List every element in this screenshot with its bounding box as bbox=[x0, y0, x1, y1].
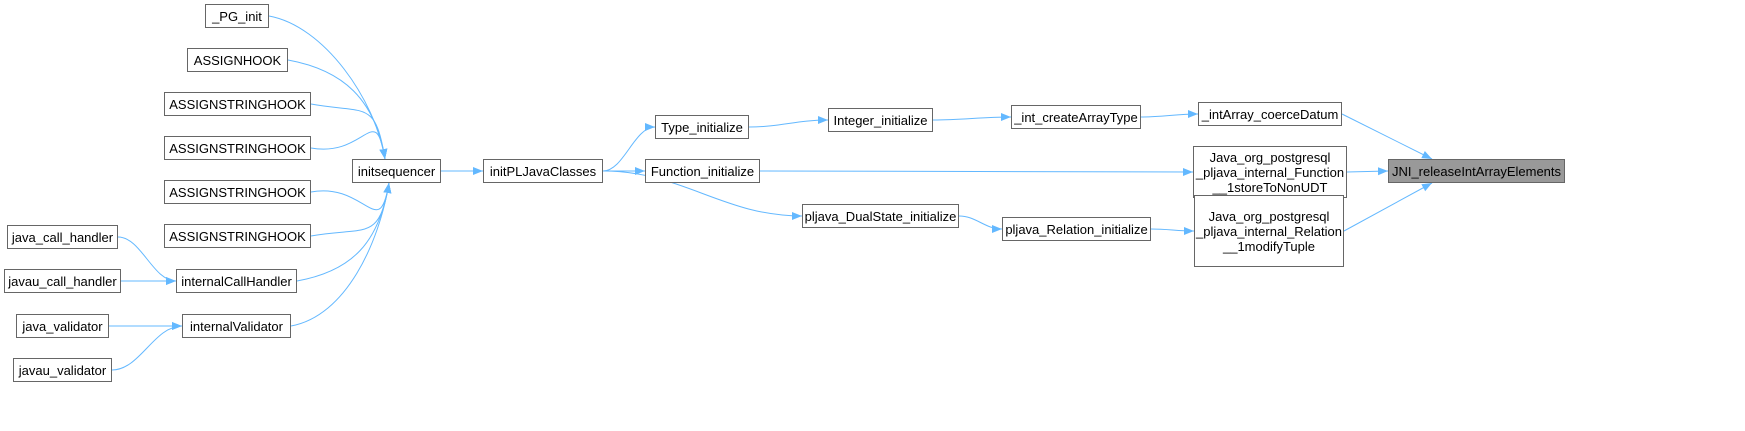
edge-javau-validator-to-internalvalidator bbox=[111, 322, 183, 371]
node-assignhook[interactable]: ASSIGNHOOK bbox=[187, 48, 288, 72]
node-storetononudt[interactable]: Java_org_postgresql _pljava_internal_Fun… bbox=[1193, 146, 1347, 198]
edge-type-initialize-to-integer-initialize bbox=[748, 116, 829, 128]
edge-function-initialize-to-storetononudt bbox=[759, 167, 1194, 176]
node-assignstringhook3[interactable]: ASSIGNSTRINGHOOK bbox=[164, 180, 311, 204]
node-type-initialize[interactable]: Type_initialize bbox=[655, 115, 749, 139]
node-initpljavaclasses[interactable]: initPLJavaClasses bbox=[483, 159, 603, 183]
node-modifytuple[interactable]: Java_org_postgresql _pljava_internal_Rel… bbox=[1194, 195, 1344, 267]
node-assignstringhook1[interactable]: ASSIGNSTRINGHOOK bbox=[164, 92, 311, 116]
node-pg-init[interactable]: _PG_init bbox=[205, 4, 269, 28]
edge-internalvalidator-to-initsequencer bbox=[290, 182, 392, 327]
edge-integer-initialize-to--int-createarraytype bbox=[932, 113, 1012, 122]
edge-layer bbox=[109, 15, 1433, 371]
edge-pljava-relation-initialize-to-modifytuple bbox=[1150, 226, 1195, 235]
node-assignstringhook4[interactable]: ASSIGNSTRINGHOOK bbox=[164, 224, 311, 248]
node-java-call-handler[interactable]: java_call_handler bbox=[7, 225, 118, 249]
edge-initpljavaclasses-to-type-initialize bbox=[602, 123, 656, 172]
edge-pljava-dualstate-initialize-to-pljava-relation-initialize bbox=[958, 215, 1003, 233]
node-internalcallhandler[interactable]: internalCallHandler bbox=[176, 269, 297, 293]
node--intarray-coercedatum[interactable]: _intArray_coerceDatum bbox=[1198, 102, 1342, 126]
node-assignstringhook2[interactable]: ASSIGNSTRINGHOOK bbox=[164, 136, 311, 160]
edge-assignstringhook2-to-initsequencer bbox=[310, 131, 388, 160]
node-function-initialize[interactable]: Function_initialize bbox=[645, 159, 760, 183]
edge--intarray-coercedatum-to-jni-releaseintarrayelements bbox=[1341, 113, 1433, 160]
node-javau-call-handler[interactable]: javau_call_handler bbox=[4, 269, 121, 293]
node-javau-validator[interactable]: javau_validator bbox=[13, 358, 112, 382]
node-internalvalidator[interactable]: internalValidator bbox=[182, 314, 291, 338]
edge-modifytuple-to-jni-releaseintarrayelements bbox=[1343, 182, 1433, 232]
node-pljava-dualstate-initialize[interactable]: pljava_DualState_initialize bbox=[802, 204, 959, 228]
node--int-createarraytype[interactable]: _int_createArrayType bbox=[1011, 105, 1141, 129]
edge-initpljavaclasses-to-pljava-dualstate-initialize bbox=[602, 170, 803, 220]
node-pljava-relation-initialize[interactable]: pljava_Relation_initialize bbox=[1002, 217, 1151, 241]
edge-storetononudt-to-jni-releaseintarrayelements bbox=[1346, 167, 1389, 176]
edge-assignstringhook3-to-initsequencer bbox=[310, 182, 392, 211]
node-initsequencer[interactable]: initsequencer bbox=[352, 159, 441, 183]
node-integer-initialize[interactable]: Integer_initialize bbox=[828, 108, 933, 132]
node-jni-releaseintarrayelements[interactable]: JNI_releaseIntArrayElements bbox=[1388, 159, 1565, 183]
node-java-validator[interactable]: java_validator bbox=[16, 314, 109, 338]
edge--int-createarraytype-to--intarray-coercedatum bbox=[1140, 110, 1199, 119]
